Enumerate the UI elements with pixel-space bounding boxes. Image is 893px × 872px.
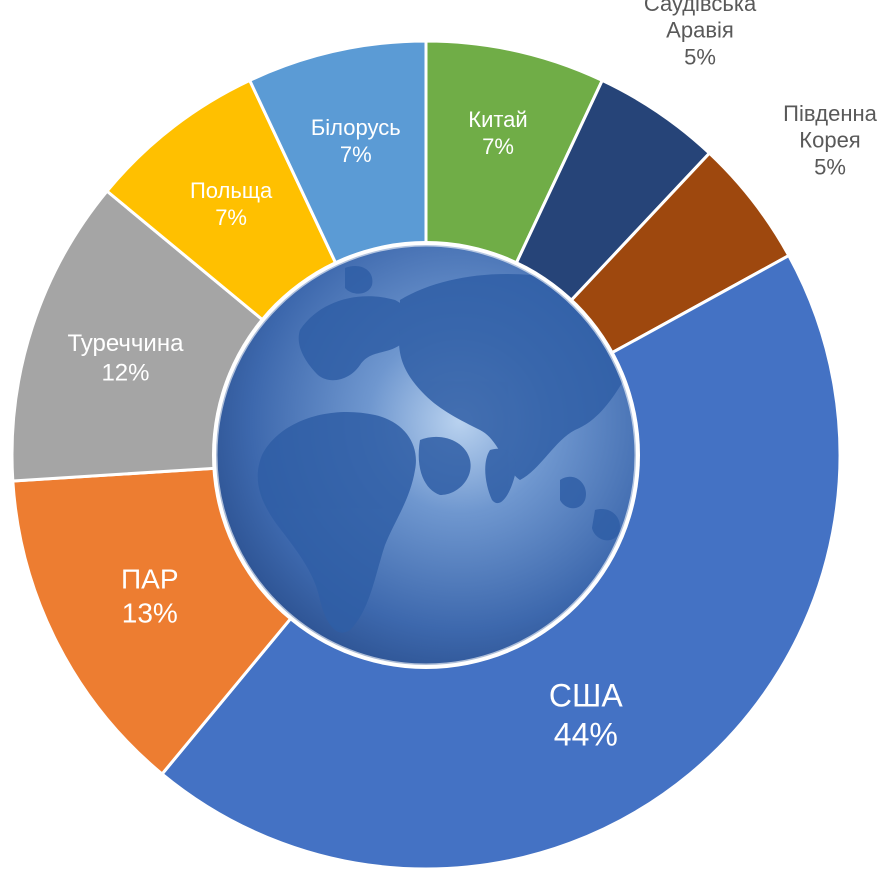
data-label-line: 7% bbox=[482, 134, 514, 159]
data-label-line: 44% bbox=[554, 716, 618, 752]
data-label-5: ПАР 13% bbox=[121, 563, 178, 628]
data-label-line: Аравія bbox=[666, 18, 734, 43]
data-label-line: 7% bbox=[215, 205, 247, 230]
data-label-line: Китай bbox=[468, 107, 527, 132]
slices-group bbox=[10, 39, 842, 871]
data-label-line: Білорусь bbox=[311, 115, 401, 140]
data-label-line: 5% bbox=[814, 155, 846, 180]
data-label-line: Південна bbox=[783, 101, 878, 126]
globe-icon bbox=[212, 241, 640, 669]
data-label-line: США bbox=[549, 677, 623, 713]
data-label-line: Польща bbox=[190, 178, 273, 203]
data-label-line: ПАР bbox=[121, 563, 178, 594]
data-label-line: 13% bbox=[122, 598, 178, 629]
data-label-line: Корея bbox=[799, 128, 860, 153]
data-label-line: Саудівська bbox=[644, 0, 757, 16]
data-label-line: 12% bbox=[101, 359, 149, 386]
data-label-line: 7% bbox=[340, 142, 372, 167]
data-label-line: 5% bbox=[684, 45, 716, 70]
data-label-line: Туреччина bbox=[67, 330, 184, 357]
